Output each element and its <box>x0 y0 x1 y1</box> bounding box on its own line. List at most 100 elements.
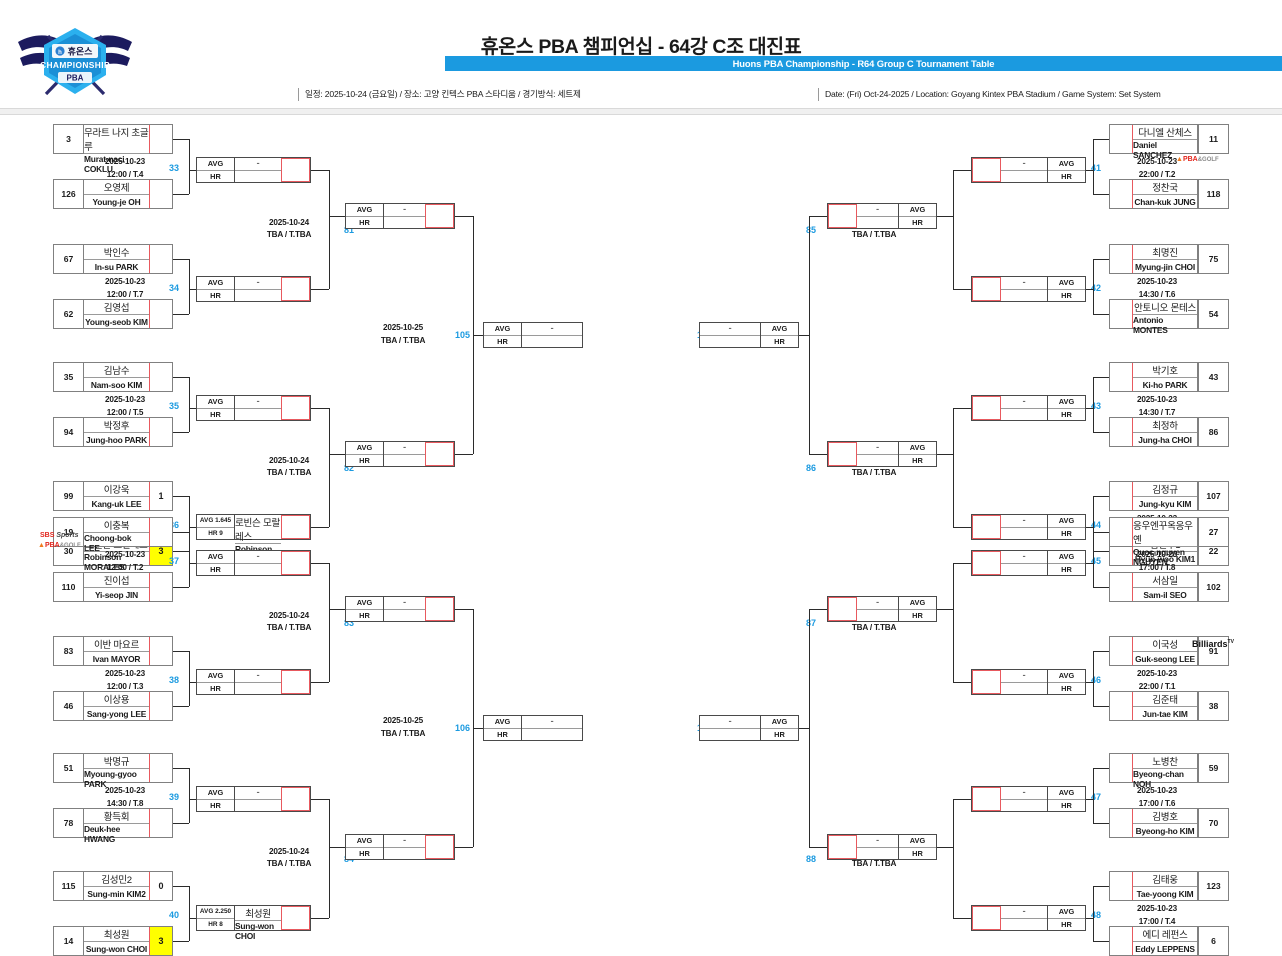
result-name-en <box>384 217 425 229</box>
player-score: 1 <box>149 482 172 510</box>
avg-label: AVG <box>1048 787 1085 800</box>
player-seed: 3 <box>66 134 71 144</box>
connector-line <box>189 259 190 314</box>
connector-line <box>329 799 330 918</box>
winner-slot <box>281 515 310 539</box>
result-body: - <box>522 716 582 740</box>
connector-line <box>1086 918 1093 919</box>
connector-line <box>953 799 954 918</box>
result-name-ko: - <box>384 597 425 610</box>
player-name-en: Young-seob KIM <box>85 316 148 327</box>
avg-label: AVG <box>346 835 383 848</box>
winner-slot <box>281 906 310 930</box>
connector-line <box>189 768 190 823</box>
connector-line <box>189 682 196 683</box>
avg-label: AVG <box>899 597 936 610</box>
avg-label: AVG <box>1048 906 1085 919</box>
match-time: TBA / T.TBA <box>851 230 897 239</box>
result-name-en <box>1001 528 1047 540</box>
match-number: 88 <box>806 853 817 864</box>
match-number: 106 <box>455 723 471 733</box>
connector-line <box>311 170 329 171</box>
connector-line <box>329 408 330 527</box>
player-name-ko: 박명규 <box>84 754 149 769</box>
meta-english: Date: (Fri) Oct-24-2025 / Location: Goya… <box>818 88 1161 101</box>
match-date: 2025-10-23 <box>1137 669 1177 678</box>
connector-line <box>937 454 953 455</box>
result-body: - <box>384 442 425 466</box>
match-date: 2025-10-23 <box>105 157 145 166</box>
match-date: 2025-10-23 <box>105 786 145 795</box>
connector-line <box>1086 682 1093 683</box>
match-date: 2025-10-25 <box>383 716 423 725</box>
connector-line <box>937 609 953 610</box>
